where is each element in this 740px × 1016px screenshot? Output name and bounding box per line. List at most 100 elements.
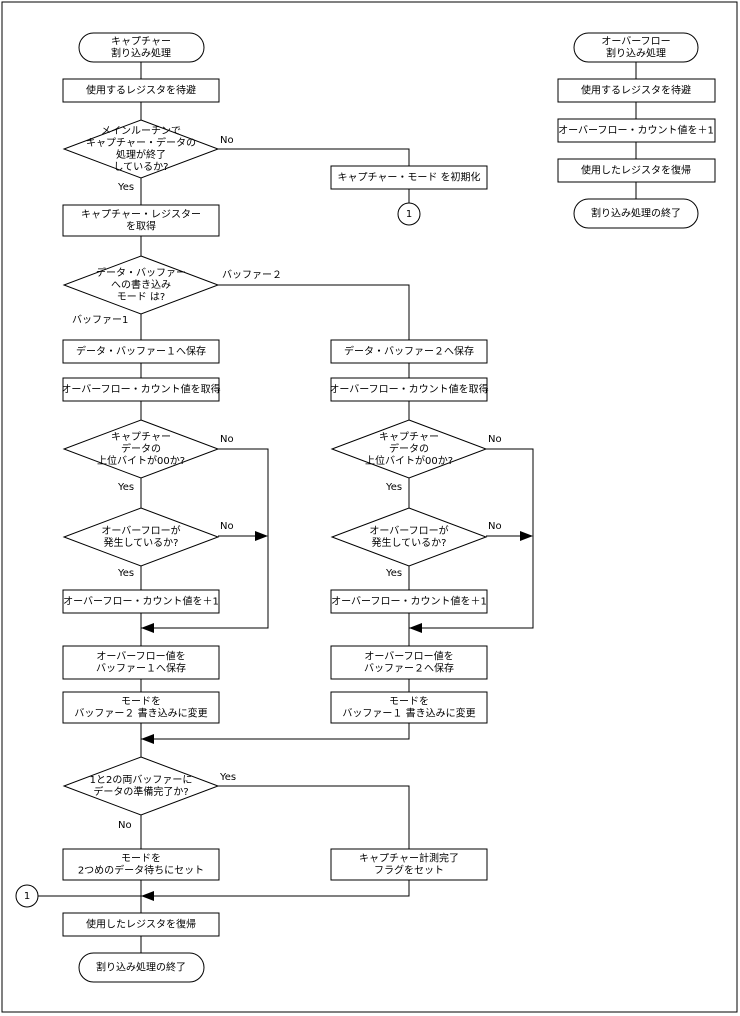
main-flow-arrowheads: [141, 531, 533, 901]
node-text-line: データ・バッファー２へ保存: [344, 345, 474, 358]
b-upper-byte-text: キャプチャーデータの上位バイトが00か?: [365, 431, 453, 467]
b-get-overflow-count-text: オーバーフロー・カウント値を取得: [329, 383, 488, 396]
connector-1-in: [15, 884, 39, 908]
node-text-line: 発生しているか?: [371, 536, 446, 549]
node-text-line: オーバーフローが: [369, 524, 448, 537]
node-text-line: キャプチャー: [111, 36, 171, 48]
b-upper-byte-decision: [330, 419, 488, 479]
label-buffer2-branch: バッファー２: [222, 269, 282, 281]
label-yes-both-ready: Yes: [219, 772, 236, 783]
node-text-line: オーバーフロー・カウント値を取得: [329, 383, 488, 396]
label-yes-main-done: Yes: [117, 182, 134, 193]
node-text-line: を取得: [126, 221, 156, 233]
buffer-mode-text: データ・バッファーへの書き込みモード は?: [96, 266, 186, 303]
b-change-mode-box: [330, 691, 488, 724]
node-text-line: オーバーフロー・カウント値を取得: [61, 383, 220, 396]
get-capture-register-text: キャプチャー・レジスターを取得: [81, 209, 201, 233]
node-text-line: オーバーフロー: [601, 36, 670, 48]
node-text-line: キャプチャー: [379, 431, 439, 443]
a-upper-byte-text: キャプチャーデータの上位バイトが00か?: [97, 431, 185, 467]
overflow-end-text: 割り込み処理の終了: [591, 207, 681, 220]
a-increment-overflow-text: オーバーフロー・カウント値を＋1: [63, 595, 219, 608]
a-overflow-occurred-decision: [62, 507, 220, 567]
a-store-overflow-text: オーバーフロー値をバッファー１へ保存: [96, 650, 186, 675]
node-text-line: 上位バイトが00か?: [97, 454, 185, 467]
a-change-mode-text: モードをバッファー２ 書き込みに変更: [74, 696, 207, 720]
label-no-b-upper: No: [488, 434, 502, 445]
connector-1-out: [397, 202, 421, 226]
node-text-line: 上位バイトが00か?: [365, 454, 453, 467]
label-no-a-upper: No: [220, 434, 234, 445]
connector-1-out-label: 1: [406, 209, 412, 220]
node-text-line: オーバーフローが: [101, 524, 180, 537]
node-text-line: バッファー２へ保存: [364, 662, 454, 675]
node-text-line: キャプチャー: [111, 431, 171, 443]
overflow-restore-registers-text: 使用したレジスタを復帰: [581, 164, 691, 177]
a-overflow-occurred-text: オーバーフローが発生しているか?: [101, 524, 180, 549]
set-done-flag-text: キャプチャー計測完了フラグをセット: [359, 852, 459, 877]
store-buffer2-text: データ・バッファー２へ保存: [344, 345, 474, 358]
a-get-overflow-count-text: オーバーフロー・カウント値を取得: [61, 383, 220, 396]
end-terminal: [78, 952, 205, 983]
node-text-line: キャプチャー・モード を初期化: [337, 171, 480, 184]
both-buffers-ready-decision: [62, 756, 220, 816]
overflow-save-registers-box: [557, 78, 716, 103]
label-yes-b-overflow: Yes: [385, 568, 402, 579]
node-text-line: への書き込み: [111, 278, 171, 291]
node-text-line: フラグをセット: [374, 864, 444, 877]
init-capture-mode-text: キャプチャー・モード を初期化: [337, 171, 480, 184]
overflow-start-terminal: [573, 32, 699, 63]
node-text-line: 割り込み処理の終了: [591, 207, 681, 220]
store-buffer1-box: [62, 339, 220, 364]
node-text-line: 2つめのデータ待ちにセット: [78, 864, 204, 877]
node-text-line: バッファー１へ保存: [96, 662, 186, 675]
b-get-overflow-count-box: [330, 377, 488, 402]
overflow-restore-registers-box: [557, 158, 716, 183]
node-text-line: モードを: [121, 853, 161, 865]
node-text-line: キャプチャー・データの: [86, 136, 196, 149]
label-yes-a-overflow: Yes: [117, 568, 134, 579]
node-text-line: データ・バッファー１へ保存: [76, 345, 206, 358]
set-done-flag-box: [330, 848, 488, 881]
label-buffer1-branch: バッファー1: [72, 314, 128, 326]
node-text-line: データ・バッファー: [96, 266, 186, 279]
node-text-line: 割り込み処理: [606, 47, 666, 60]
b-overflow-occurred-text: オーバーフローが発生しているか?: [369, 524, 448, 549]
label-no-a-overflow: No: [220, 521, 234, 532]
b-change-mode-text: モードをバッファー１ 書き込みに変更: [342, 696, 475, 720]
store-buffer2-box: [330, 339, 488, 364]
save-registers-text: 使用するレジスタを待避: [86, 84, 196, 97]
overflow-save-registers-text: 使用するレジスタを待避: [581, 84, 691, 97]
b-store-overflow-box: [330, 645, 488, 680]
label-no-b-overflow: No: [488, 521, 502, 532]
node-text-line: 割り込み処理の終了: [96, 961, 186, 974]
a-upper-byte-decision: [62, 419, 220, 479]
node-text-line: オーバーフロー・カウント値を＋1: [331, 595, 487, 608]
a-change-mode-box: [62, 691, 220, 724]
label-yes-a-upper: Yes: [117, 482, 134, 493]
end-terminal-text: 割り込み処理の終了: [96, 961, 186, 974]
init-capture-mode-box: [330, 165, 488, 190]
main-flow-wires: [38, 62, 534, 953]
overflow-increment-text: オーバーフロー・カウント値を＋1: [558, 124, 714, 137]
node-text-line: オーバーフロー・カウント値を＋1: [63, 595, 219, 608]
node-text-line: 使用したレジスタを復帰: [86, 918, 196, 931]
node-text-line: 使用するレジスタを待避: [86, 84, 196, 97]
node-text-line: オーバーフロー値を: [96, 650, 185, 663]
a-get-overflow-count-box: [62, 377, 220, 402]
store-buffer1-text: データ・バッファー１へ保存: [76, 345, 206, 358]
node-text-line: メインルーチンで: [101, 125, 181, 137]
node-text-line: 使用するレジスタを待避: [581, 84, 691, 97]
node-text-line: データの準備完了か?: [93, 785, 188, 798]
node-text-line: 処理が終了: [116, 148, 166, 161]
start-terminal-text: キャプチャー割り込み処理: [111, 36, 171, 60]
set-wait-mode-box: [62, 848, 220, 881]
label-no-both-ready: No: [118, 820, 132, 831]
node-text-line: データの: [389, 442, 429, 455]
node-text-line: 割り込み処理: [111, 47, 171, 60]
overflow-start-text: オーバーフロー割り込み処理: [601, 36, 670, 60]
restore-registers-text: 使用したレジスタを復帰: [86, 918, 196, 931]
overflow-increment-box: [557, 118, 716, 143]
